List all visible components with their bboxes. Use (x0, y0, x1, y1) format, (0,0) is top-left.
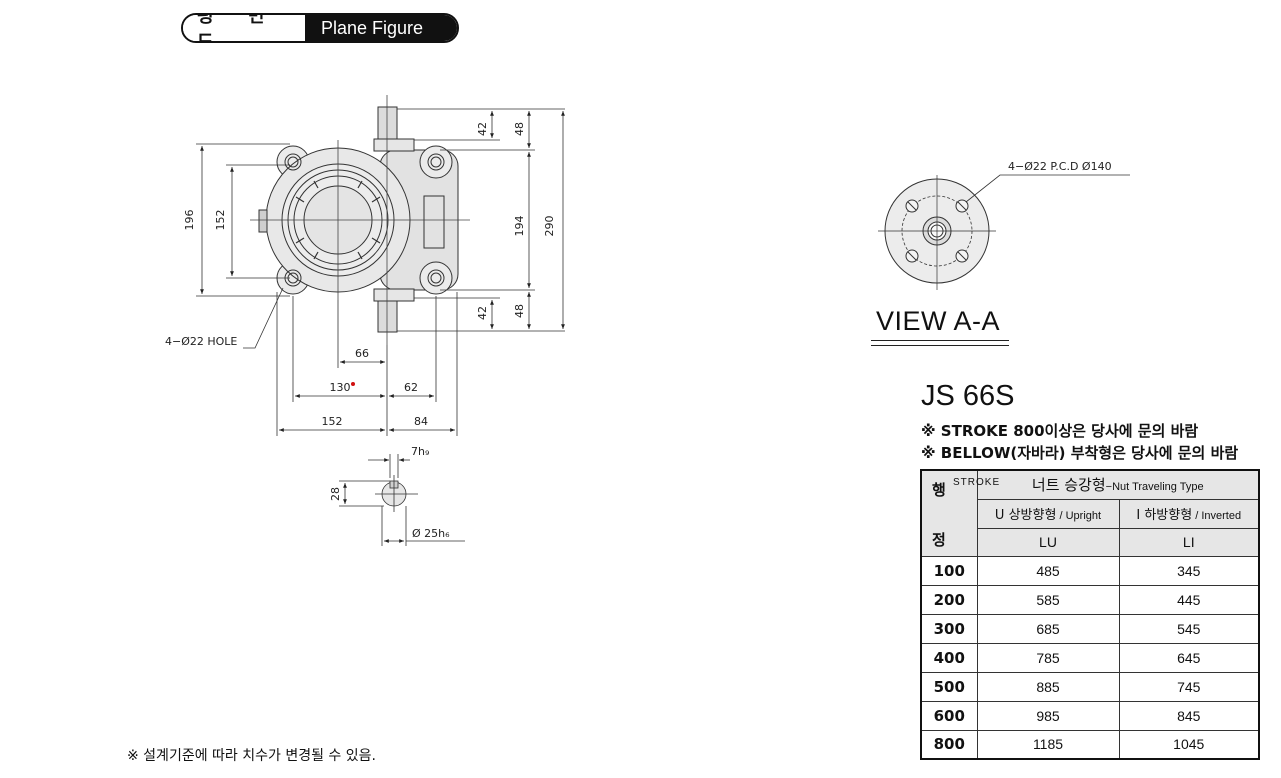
note-stroke: ※ STROKE 800이상은 당사에 문의 바람 (921, 422, 1199, 440)
col-inverted-header: I 하방향형 / Inverted (1118, 498, 1260, 529)
view-aa-drawing (878, 174, 1130, 290)
dim-42-bottom: 42 (476, 306, 489, 320)
lu-value: 885 (976, 671, 1120, 702)
key-height-label: 28 (329, 487, 342, 501)
col-u-ko: U 상방향형 (994, 508, 1057, 523)
dim-62: 62 (404, 381, 418, 394)
col-li: LI (1118, 527, 1260, 557)
col-u-en: / Upright (1056, 510, 1102, 522)
dim-48-bottom: 48 (513, 304, 526, 318)
dim-196: 196 (183, 210, 196, 231)
stroke-table: 행 정 STROKE 너트 승강형−Nut Traveling Type U 상… (920, 469, 1260, 760)
dim-42-top: 42 (476, 122, 489, 136)
table-row: 600 985 845 (920, 700, 1260, 731)
title-korean: 평 면 도 (183, 15, 305, 41)
li-value: 345 (1118, 555, 1260, 586)
stroke-ko-bottom: 정 (932, 531, 946, 549)
li-value: 1045 (1118, 729, 1260, 760)
nut-header-en: −Nut Traveling Type (1105, 481, 1204, 494)
dim-130: 130 (330, 381, 351, 394)
dim-290: 290 (543, 216, 556, 237)
lu-value: 985 (976, 700, 1120, 731)
li-value: 745 (1118, 671, 1260, 702)
col-i-ko: I 하방향형 (1136, 508, 1193, 523)
dimension-text: 196 152 42 48 194 290 42 48 4−Ø22 HOLE 6… (165, 122, 556, 428)
view-aa-underline-1 (871, 340, 1009, 341)
dim-84: 84 (414, 415, 428, 428)
title-english: Plane Figure (305, 15, 457, 41)
note-bellow: ※ BELLOW(자바라) 부착형은 당사에 문의 바람 (921, 444, 1239, 462)
dim-48-top: 48 (513, 122, 526, 136)
lu-value: 685 (976, 613, 1120, 644)
nut-traveling-header: 너트 승강형−Nut Traveling Type (976, 469, 1260, 500)
stroke-value: 300 (920, 613, 978, 644)
stroke-value: 500 (920, 671, 978, 702)
view-aa-title: VIEW A-A (876, 306, 1001, 336)
nut-header-ko: 너트 승강형 (1031, 476, 1106, 495)
stroke-value: 100 (920, 555, 978, 586)
footnote: ※ 설계기준에 따라 치수가 변경될 수 있음. (127, 748, 376, 764)
stroke-ko-top: 행 (932, 481, 946, 499)
key-detail (339, 454, 465, 546)
dim-194: 194 (513, 216, 526, 237)
shaft-dia-label: Ø 25h₆ (412, 527, 450, 540)
table-row: 200 585 445 (920, 584, 1260, 615)
stroke-en: STROKE (953, 477, 1001, 488)
stroke-value: 800 (920, 729, 978, 760)
stroke-value: 400 (920, 642, 978, 673)
plane-figure-title: 평 면 도 Plane Figure (181, 13, 459, 43)
dim-152-vertical: 152 (214, 210, 227, 231)
lu-value: 785 (976, 642, 1120, 673)
li-value: 445 (1118, 584, 1260, 615)
table-row: 300 685 545 (920, 613, 1260, 644)
li-value: 645 (1118, 642, 1260, 673)
view-aa-underline-2 (871, 345, 1009, 346)
pcd-label: 4−Ø22 P.C.D Ø140 (1008, 160, 1112, 173)
dim-152-horizontal: 152 (322, 415, 343, 428)
li-value: 845 (1118, 700, 1260, 731)
table-row: 500 885 745 (920, 671, 1260, 702)
table-row: 400 785 645 (920, 642, 1260, 673)
dimension-lines (196, 108, 565, 436)
col-lu: LU (976, 527, 1120, 557)
col-i-en: / Inverted (1192, 510, 1242, 522)
li-value: 545 (1118, 613, 1260, 644)
dim-66: 66 (355, 347, 369, 360)
stroke-value: 600 (920, 700, 978, 731)
key-detail-text: 7h₉ 28 Ø 25h₆ (329, 445, 450, 540)
table-row: 100 485 345 (920, 555, 1260, 586)
red-marker (351, 382, 355, 386)
hole-label: 4−Ø22 HOLE (165, 335, 237, 348)
stroke-value: 200 (920, 584, 978, 615)
table-row: 800 1185 1045 (920, 729, 1260, 760)
flange-bolt-marks (295, 180, 381, 260)
lu-value: 485 (976, 555, 1120, 586)
lug-holes (284, 153, 445, 287)
lu-value: 1185 (976, 729, 1120, 760)
center-lines (250, 95, 470, 345)
stroke-header: 행 정 STROKE (920, 469, 1001, 557)
key-width-label: 7h₉ (411, 445, 429, 458)
lu-value: 585 (976, 584, 1120, 615)
model-name: JS 66S (921, 380, 1015, 412)
col-upright-header: U 상방향형 / Upright (976, 498, 1120, 529)
